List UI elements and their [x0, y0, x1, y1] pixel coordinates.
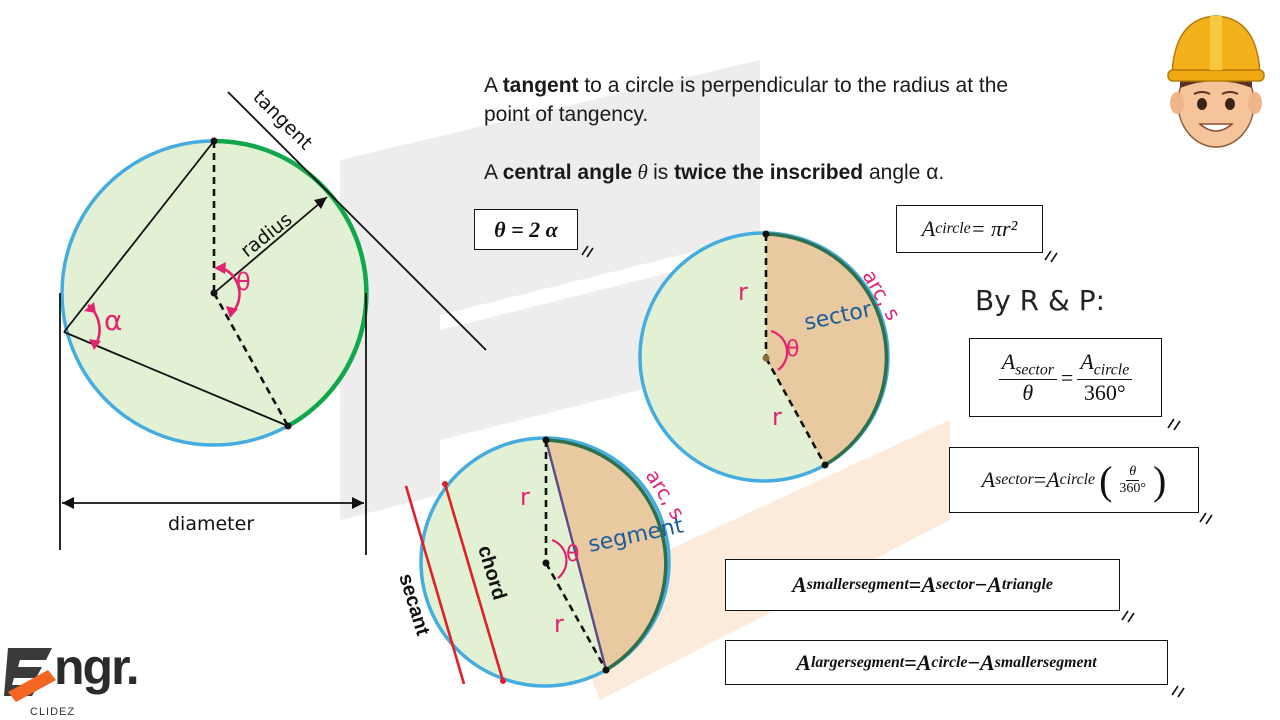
underline-marks — [581, 245, 1213, 698]
circle-main — [59, 91, 487, 555]
circle-segment — [404, 436, 671, 688]
engineer-avatar-icon — [1167, 15, 1265, 148]
label-tangent: tangent — [248, 86, 316, 154]
label-r-sector-bottom: r — [772, 403, 782, 431]
label-alpha: α — [104, 304, 122, 337]
central-angle-statement: A central angle θ is twice the inscribed… — [484, 160, 945, 184]
label-diameter: diameter — [168, 513, 254, 535]
circle-sector — [638, 230, 890, 483]
label-theta-segment: θ — [566, 542, 579, 567]
label-r-segment-bottom: r — [554, 610, 564, 638]
by-r-and-p: By R & P: — [975, 284, 1106, 317]
label-r-segment-top: r — [520, 483, 530, 511]
tangent-statement: A tangent to a circle is perpendicular t… — [484, 74, 1009, 126]
formula-theta-2alpha: θ = 2 α — [474, 209, 578, 250]
label-r-sector-top: r — [738, 278, 748, 306]
label-theta-1: θ — [236, 268, 251, 296]
logo-subtitle: CLIDEZ — [30, 706, 76, 718]
engr-logo-icon — [4, 648, 56, 702]
logo-wordmark: ngr. — [54, 639, 140, 695]
label-theta-sector: θ — [786, 337, 799, 362]
